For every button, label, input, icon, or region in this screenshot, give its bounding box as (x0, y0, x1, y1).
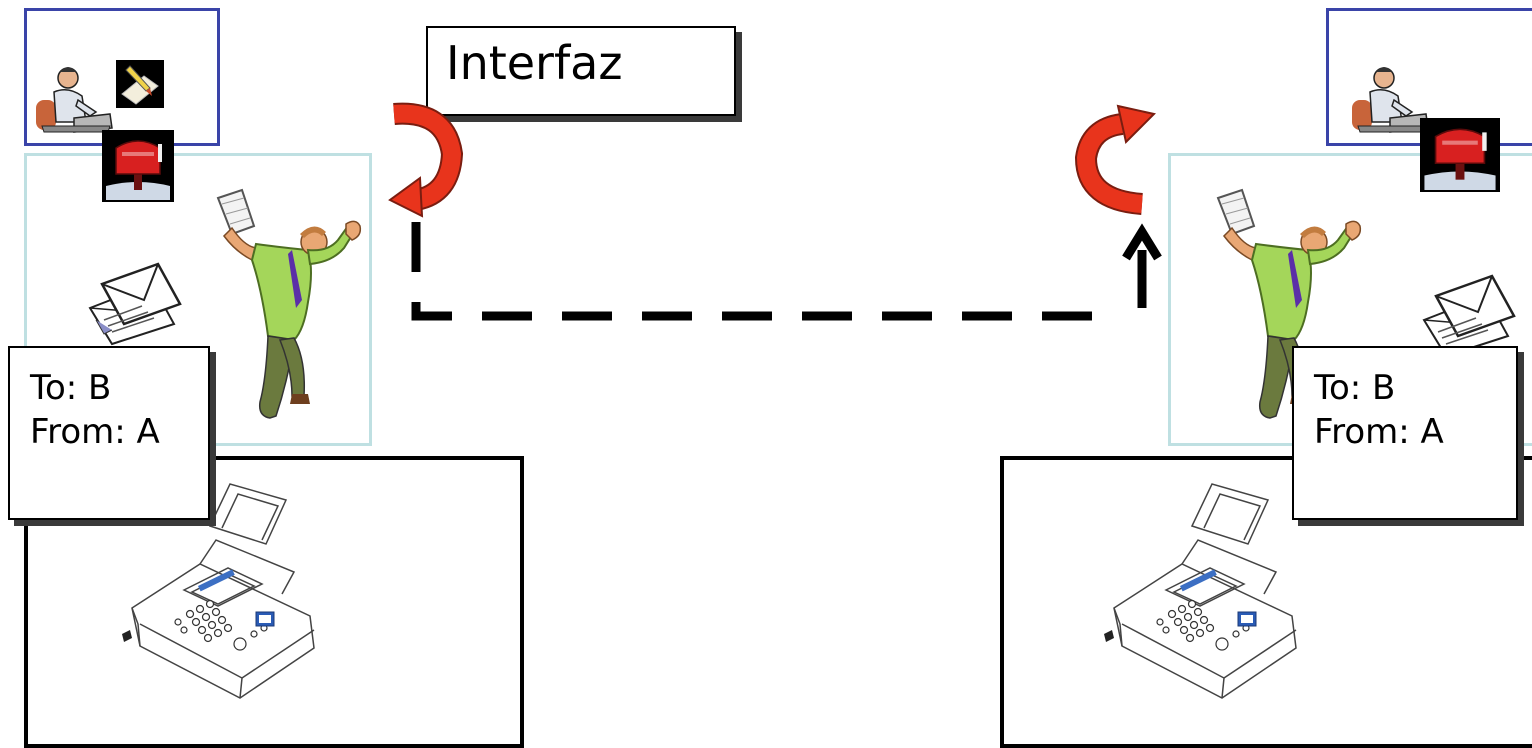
right-address-note: To: B From: A (1292, 346, 1518, 520)
person-at-desk-icon (36, 67, 113, 133)
mailbox-icon (102, 130, 174, 202)
left-address-note: To: B From: A (8, 346, 210, 520)
red-curved-arrow-icon (1074, 104, 1156, 215)
fax-machine-icon (1104, 483, 1297, 699)
mail-carrier-icon (216, 188, 362, 419)
mailbox-icon (1420, 118, 1500, 192)
pen-on-paper-icon (116, 60, 164, 108)
right-note-from: From: A (1314, 412, 1444, 453)
right-note-text: To: B From: A (1294, 348, 1516, 454)
left-note-from: From: A (30, 412, 160, 453)
data-path-dashed-line (411, 216, 1162, 321)
left-note-to: To: B (30, 368, 112, 408)
fax-machine-icon (122, 483, 315, 699)
red-curved-arrow-icon (388, 102, 464, 218)
person-at-desk-icon (1352, 67, 1429, 133)
right-note-to: To: B (1314, 368, 1396, 408)
interface-label: Interfaz (446, 36, 623, 90)
left-note-text: To: B From: A (10, 348, 208, 454)
mail-envelopes-icon (88, 262, 182, 346)
interface-label-box: Interfaz (426, 26, 736, 116)
mail-envelopes-icon (1422, 274, 1516, 358)
